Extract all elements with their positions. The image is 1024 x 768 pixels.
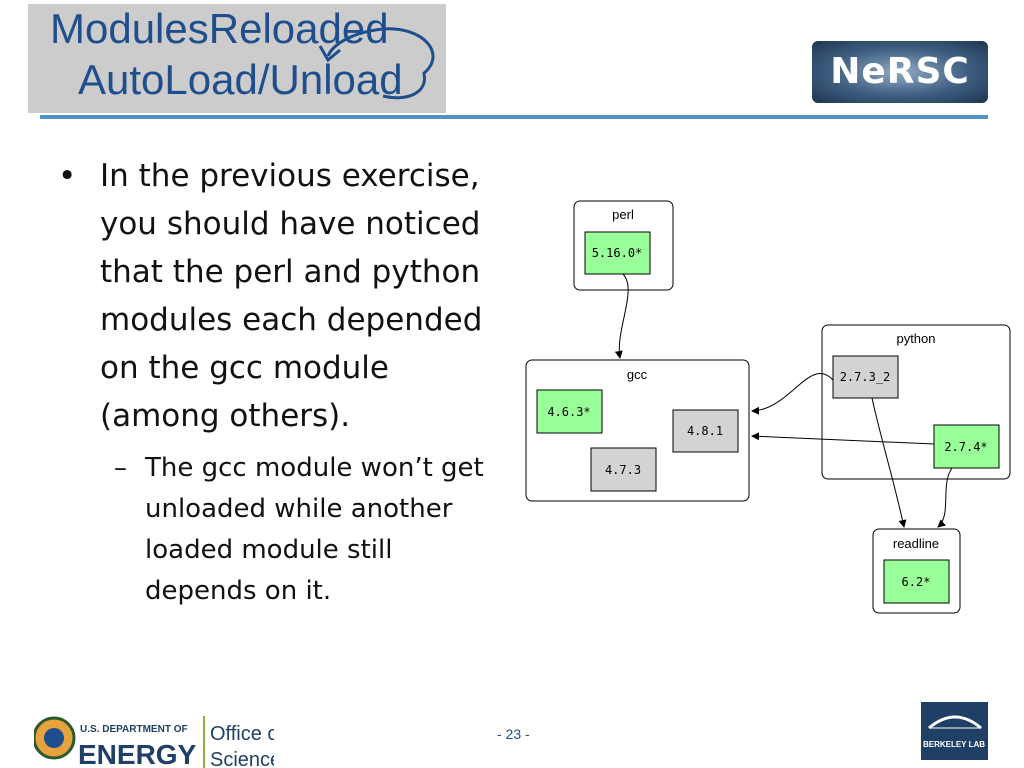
version-python-2-7-4-label: 2.7.4* — [944, 440, 987, 454]
sub-bullet-line: loaded module still — [145, 535, 393, 565]
sub-bullet-line: depends on it. — [145, 576, 332, 606]
version-perl-5-16-0 — [584, 231, 651, 275]
module-perl-name: perl — [612, 207, 634, 222]
sub-bullet-marker: – — [114, 453, 127, 483]
doe-line-2: ENERGY — [78, 739, 197, 768]
version-gcc-4-6-3 — [536, 389, 603, 434]
nersc-logo-text: NeRSC — [830, 51, 970, 92]
bullet-line: that the perl and python — [100, 254, 481, 290]
bullet-line: on the gcc module — [100, 350, 389, 386]
bullet-marker: • — [58, 158, 77, 194]
office-line-2: Science — [210, 749, 274, 768]
sub-bullet-item: – The gcc module won’t get unloaded whil… — [58, 448, 518, 612]
page-number: - 23 - — [497, 726, 530, 742]
version-readline-6-2 — [883, 559, 950, 604]
version-gcc-4-6-3-label: 4.6.3* — [547, 405, 590, 419]
sub-bullet-line: unloaded while another — [145, 494, 453, 524]
reload-swirl-icon — [318, 27, 435, 100]
title-box: ModulesReloaded AutoLoad/Unload — [28, 4, 446, 113]
bullet-line: you should have noticed — [100, 206, 481, 242]
version-gcc-4-7-3-label: 4.7.3 — [605, 463, 641, 477]
module-gcc-name: gcc — [627, 367, 648, 382]
title-rule — [40, 115, 988, 119]
version-python-2-7-4 — [933, 424, 1000, 469]
dependency-diagram: perl 5.16.0* gcc 4.6.3* 4.8.1 4.7.3 pyth… — [525, 200, 1011, 614]
edge-python-2-7-3-2-to-readline — [871, 397, 907, 528]
bullet-line: (among others). — [100, 398, 351, 434]
module-readline-name: readline — [893, 536, 939, 551]
bullet-list: • In the previous exercise, you should h… — [58, 152, 518, 612]
slide-title-line-2: AutoLoad/Unload — [78, 56, 403, 103]
bullet-line: In the previous exercise, — [100, 158, 480, 194]
module-python-name: python — [896, 331, 935, 346]
version-gcc-4-8-1 — [672, 409, 739, 453]
bullet-item: • In the previous exercise, you should h… — [58, 152, 518, 440]
version-readline-6-2-label: 6.2* — [902, 575, 931, 589]
doe-office-of-science-logo: U.S. DEPARTMENT OF ENERGY Office of Scie… — [34, 716, 274, 768]
berkeley-lab-text: BERKELEY LAB — [923, 740, 985, 749]
version-gcc-4-8-1-label: 4.8.1 — [687, 424, 723, 438]
slide-title-line-1: ModulesReloaded — [50, 5, 389, 52]
version-python-2-7-3-2 — [832, 355, 899, 399]
bullet-line: modules each depended — [100, 302, 483, 338]
doe-line-1: U.S. DEPARTMENT OF — [80, 724, 188, 735]
nersc-logo: NeRSC — [812, 41, 988, 103]
edge-python-2-7-3-2-to-gcc — [751, 373, 834, 415]
version-gcc-4-7-3 — [590, 447, 657, 492]
edge-perl-to-gcc — [614, 273, 629, 359]
berkeley-lab-logo: BERKELEY LAB — [921, 702, 988, 760]
sub-bullet-line: The gcc module won’t get — [145, 453, 484, 483]
version-python-2-7-3-2-label: 2.7.3_2 — [840, 370, 891, 384]
version-perl-5-16-0-label: 5.16.0* — [592, 246, 643, 260]
office-line-1: Office of — [210, 723, 274, 745]
edge-python-2-7-4-to-readline — [937, 467, 953, 528]
edge-python-2-7-4-to-gcc-4-8-1 — [751, 432, 935, 445]
